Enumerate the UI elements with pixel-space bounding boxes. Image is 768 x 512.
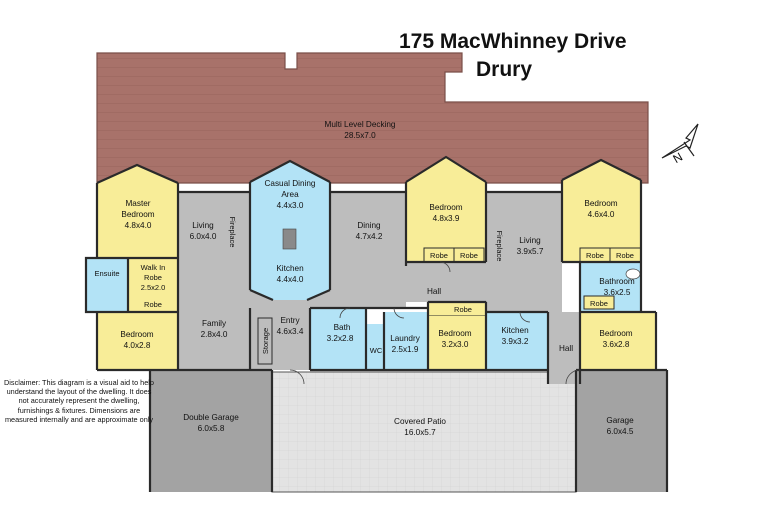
robe-northeast-1-label: Robe: [586, 251, 604, 260]
bedroom-middle-dim: 4.8x3.9: [433, 214, 460, 223]
kitchen-east-label: Kitchen: [501, 326, 529, 335]
patio-dim: 16.0x5.7: [404, 428, 436, 437]
bathroom-east-label: Bathroom: [599, 277, 635, 286]
dining-label: Dining: [357, 221, 381, 230]
bathtub: [625, 268, 641, 280]
walk-in-robe-label-2: Robe: [144, 273, 162, 282]
double-garage: [150, 370, 272, 492]
living-east-label: Living: [519, 236, 541, 245]
casual-dining-label-1: Casual Dining: [265, 179, 316, 188]
garage-dim: 6.0x4.5: [607, 427, 634, 436]
bedroom-middle: [406, 157, 486, 262]
bedroom-northeast: [562, 160, 641, 262]
ensuite: [86, 258, 128, 312]
bathroom-east-dim: 3.6x2.5: [604, 288, 631, 297]
living-west-dim: 6.0x4.0: [190, 232, 217, 241]
fireplace-west-label: Fireplace: [228, 217, 237, 248]
robe-northeast-2-label: Robe: [616, 251, 634, 260]
patio-label: Covered Patio: [394, 417, 446, 426]
disclaimer-text: Disclaimer: This diagram is a visual aid…: [4, 378, 154, 424]
bedroom-northeast-label: Bedroom: [584, 199, 617, 208]
wc: [366, 324, 384, 370]
bedroom-southeast: [580, 312, 656, 370]
decking-label: Multi Level Decking: [325, 120, 396, 129]
bath: [310, 308, 366, 370]
entry-label: Entry: [280, 316, 300, 325]
double-garage-dim: 6.0x5.8: [198, 424, 225, 433]
door-swings: [289, 261, 581, 385]
bath-dim: 3.2x2.8: [327, 334, 354, 343]
storage-label: Storage: [261, 328, 270, 354]
family-label: Family: [202, 319, 227, 328]
walk-in-robe-dim: 2.5x2.0: [141, 283, 166, 292]
bedroom-southwest-dim: 4.0x2.8: [124, 341, 151, 350]
bedroom-small: [428, 316, 486, 370]
decking-dim: 28.5x7.0: [344, 131, 376, 140]
robe-master-label: Robe: [144, 300, 162, 309]
hall-east-zone: [548, 312, 580, 384]
robe-master: [128, 296, 178, 312]
master-bedroom-label-2: Bedroom: [121, 210, 154, 219]
address-line-1: 175 MacWhinney Drive: [399, 30, 627, 53]
kitchen-main-label: Kitchen: [276, 264, 304, 273]
address-line-2: Drury: [476, 58, 533, 81]
family-dim: 2.8x4.0: [201, 330, 228, 339]
bedroom-small-dim: 3.2x3.0: [442, 340, 469, 349]
hall-east-label: Hall: [559, 344, 573, 353]
bedroom-small-label: Bedroom: [438, 329, 471, 338]
laundry-dim: 2.5x1.9: [392, 345, 419, 354]
robe-east-label: Robe: [590, 299, 608, 308]
north-arrow-icon: N: [661, 123, 699, 166]
kitchen-east: [486, 312, 548, 370]
casual-dining-dim: 4.4x3.0: [277, 201, 304, 210]
walk-in-robe: [128, 258, 178, 296]
kitchen-east-dim: 3.9x3.2: [502, 337, 529, 346]
storage: [257, 317, 273, 365]
bedroom-southwest-label: Bedroom: [120, 330, 153, 339]
single-garage: [576, 370, 667, 492]
living-zone-west: [178, 192, 250, 370]
hall-middle-label: Hall: [427, 287, 441, 296]
bath-label: Bath: [334, 323, 351, 332]
bedroom-northeast-dim: 4.6x4.0: [588, 210, 615, 219]
master-bedroom-label-1: Master: [125, 199, 150, 208]
double-garage-label: Double Garage: [183, 413, 239, 422]
wc-label: WC: [370, 346, 383, 355]
living-east-dim: 3.9x5.7: [517, 247, 544, 256]
bedroom-southeast-label: Bedroom: [599, 329, 632, 338]
decking-area: [96, 52, 649, 184]
bedroom-middle-label: Bedroom: [429, 203, 462, 212]
casual-dining-label-2: Area: [281, 190, 299, 199]
walk-in-robe-label-1: Walk In: [141, 263, 166, 272]
north-label: N: [671, 150, 686, 166]
master-bedroom: [97, 165, 178, 258]
bedroom-southeast-dim: 3.6x2.8: [603, 340, 630, 349]
ensuite-label: Ensuite: [94, 269, 119, 278]
robe-lower-label: Robe: [454, 305, 472, 314]
fireplace-east-label: Fireplace: [495, 231, 504, 262]
kitchen-island: [282, 228, 297, 250]
robe-middle-1-label: Robe: [430, 251, 448, 260]
dining-dim: 4.7x4.2: [356, 232, 383, 241]
living-zone-east: [486, 192, 562, 312]
hall-mid-zone: [406, 262, 486, 302]
patio-area: [271, 371, 577, 493]
living-west-label: Living: [192, 221, 214, 230]
robe-east: [583, 295, 615, 310]
garage-label: Garage: [606, 416, 634, 425]
kitchen-main-dim: 4.4x4.0: [277, 275, 304, 284]
laundry: [384, 312, 428, 370]
walls: [84, 155, 669, 492]
robe-middle-2-label: Robe: [460, 251, 478, 260]
master-bedroom-dim: 4.8x4.0: [125, 221, 152, 230]
entry-dim: 4.6x3.4: [277, 327, 304, 336]
laundry-label: Laundry: [390, 334, 420, 343]
bedroom-southwest: [97, 312, 178, 370]
